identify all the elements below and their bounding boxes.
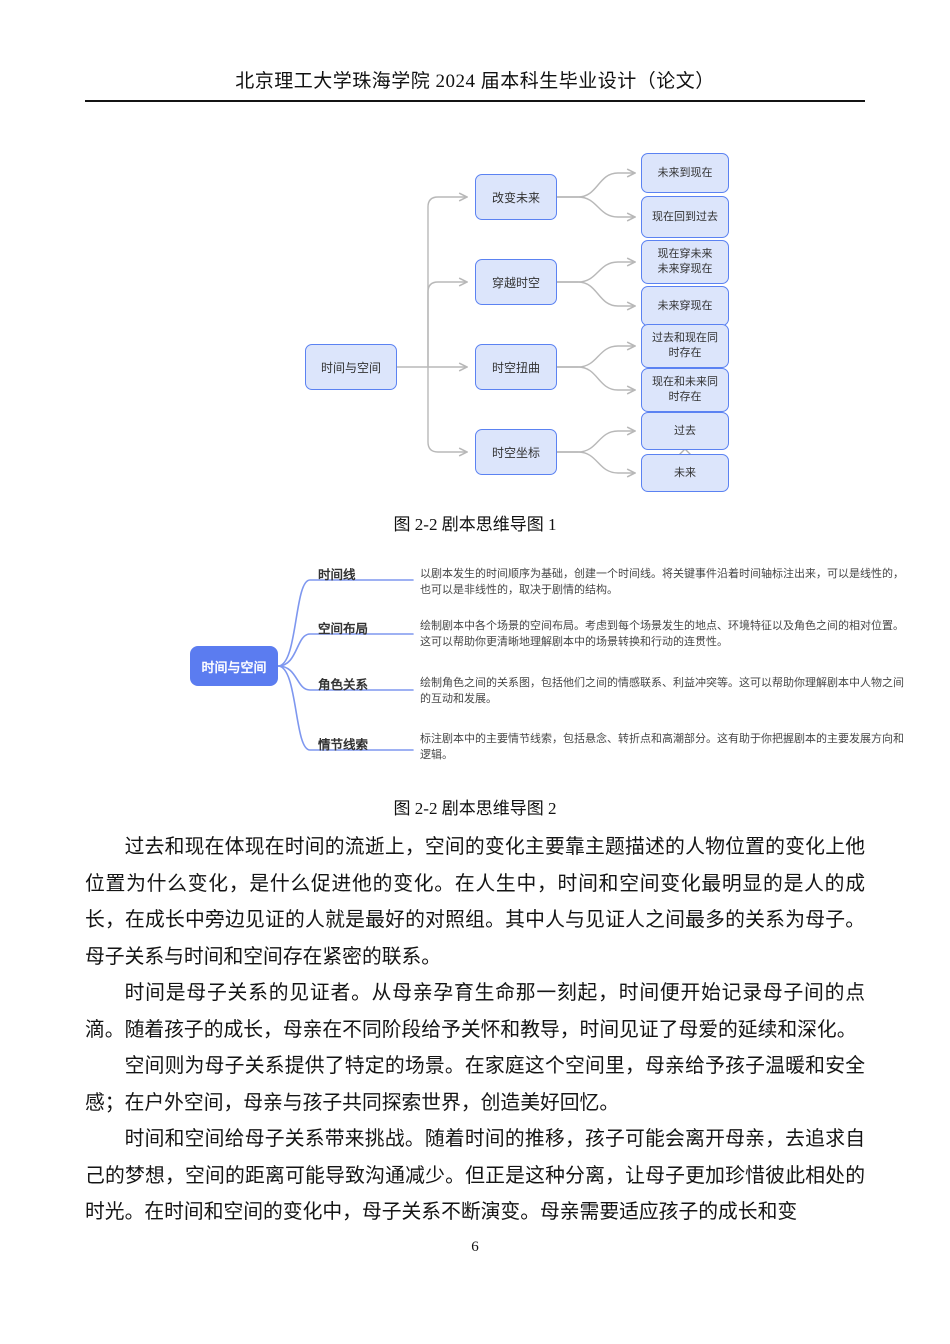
page-number: 6 [471, 1238, 479, 1255]
mindmap1-leaf-node: 未来 [641, 454, 729, 492]
mindmap1-branch-node: 时空扭曲 [475, 344, 557, 390]
mindmap2-branch-label: 空间布局 [318, 622, 369, 636]
paragraph: 时间是母子关系的见证者。从母亲孕育生命那一刻起，时间便开始记录母子间的点滴。随着… [85, 982, 865, 1041]
header-title: 北京理工大学珠海学院 2024 届本科生毕业设计（论文） [85, 66, 865, 102]
mindmap1-root-node: 时间与空间 [305, 344, 397, 390]
mindmap1-leaf-node: 现在回到过去 [641, 196, 729, 238]
body-text: 过去和现在体现在时间的流逝上，空间的变化主要靠主题描述的人物位置的变化上他位置为… [85, 829, 865, 1231]
mindmap2-root-node: 时间与空间 [190, 646, 278, 686]
page-header: 北京理工大学珠海学院 2024 届本科生毕业设计（论文） [85, 0, 865, 102]
figure-caption-2: 图 2-2 剧本思维导图 2 [393, 799, 557, 818]
mindmap1-branch-node: 时空坐标 [475, 429, 557, 475]
mindmap-diagram-1: 时间与空间 改变未来 穿越时空 时空扭曲 时空坐标 未来到现在 现在回到过去 现… [0, 145, 950, 495]
mindmap1-branch-node: 穿越时空 [475, 259, 557, 305]
paragraph: 时间和空间给母子关系带来挑战。随着时间的推移，孩子可能会离开母亲，去追求自己的梦… [85, 1128, 865, 1223]
mindmap1-leaf-node: 未来穿现在 [641, 286, 729, 326]
figure-caption-1: 图 2-2 剧本思维导图 1 [393, 515, 557, 534]
mindmap-diagram-2: 时间与空间 时间线 空间布局 角色关系 情节线索 以剧本发生的时间顺序为基础，创… [0, 560, 950, 775]
mindmap2-branch-label: 角色关系 [318, 678, 369, 692]
mindmap2-branch-description: 绘制剧本中各个场景的空间布局。考虑到每个场景发生的地点、环境特征以及角色之间的相… [420, 620, 904, 648]
paragraph: 过去和现在体现在时间的流逝上，空间的变化主要靠主题描述的人物位置的变化上他位置为… [85, 836, 865, 968]
mindmap2-branch-description: 标注剧本中的主要情节线索，包括悬念、转折点和高潮部分。这有助于你把握剧本的主要发… [420, 733, 904, 761]
mindmap2-branch-label: 情节线索 [318, 738, 369, 752]
connector-lines [277, 579, 414, 751]
mindmap1-branch-node: 改变未来 [475, 174, 557, 220]
paragraph: 空间则为母子关系提供了特定的场景。在家庭这个空间里，母亲给予孩子温暖和安全感；在… [85, 1055, 865, 1114]
mindmap1-leaf-node: 现在穿未来 未来穿现在 [641, 240, 729, 284]
mindmap1-leaf-node: 现在和未来同时存在 [641, 368, 729, 412]
mindmap1-leaf-node: 过去和现在同时存在 [641, 324, 729, 368]
mindmap1-leaf-node: 未来到现在 [641, 153, 729, 193]
mindmap1-leaf-node: 过去 [641, 412, 729, 450]
mindmap2-branch-description: 以剧本发生的时间顺序为基础，创建一个时间线。将关键事件沿着时间轴标注出来，可以是… [420, 568, 904, 596]
mindmap2-branch-label: 时间线 [318, 568, 356, 582]
mindmap2-branch-description: 绘制角色之间的关系图，包括他们之间的情感联系、利益冲突等。这可以帮助你理解剧本中… [420, 677, 904, 705]
